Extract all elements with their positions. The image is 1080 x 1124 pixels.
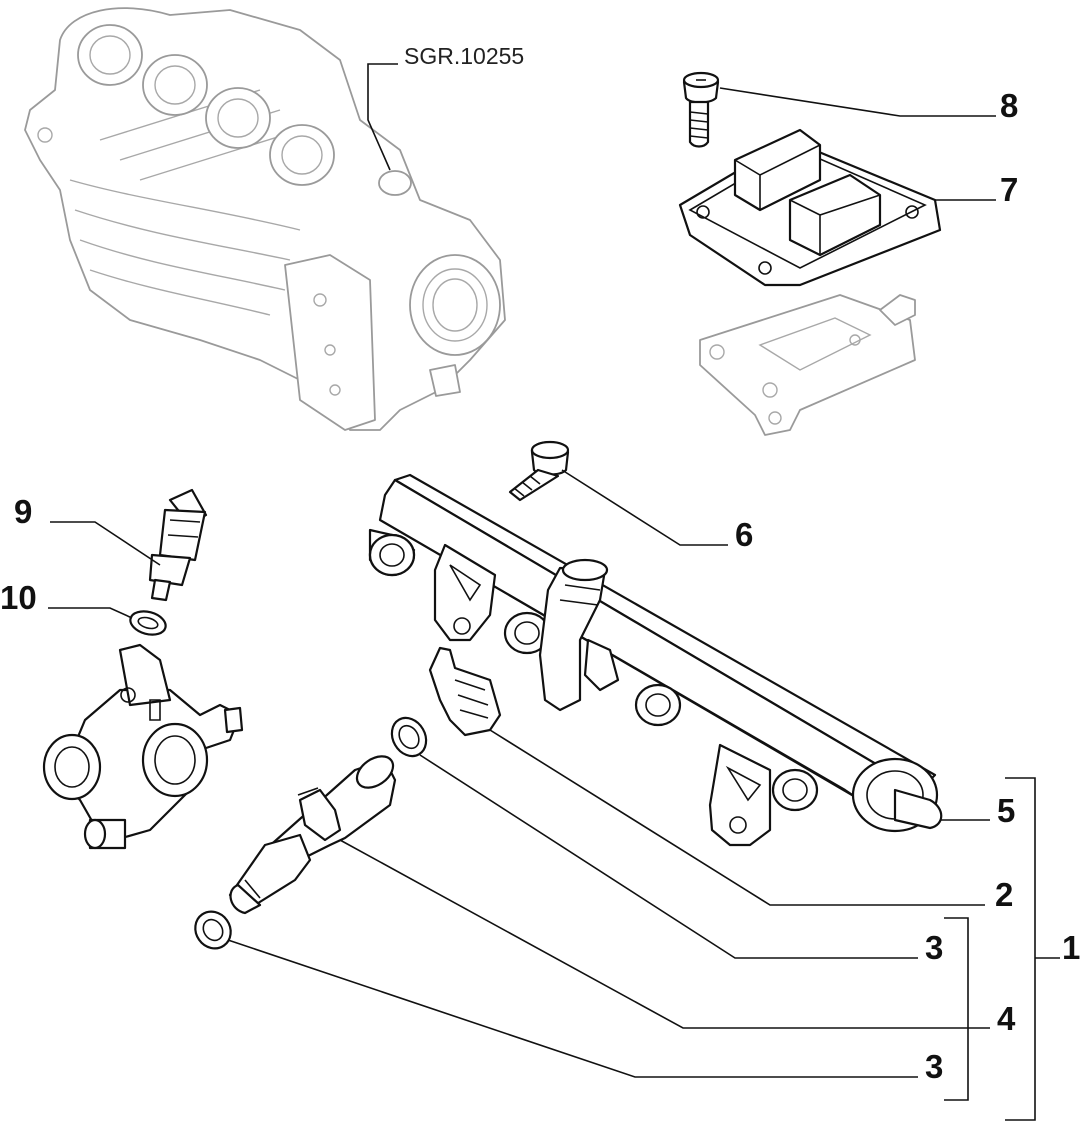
callout-7: 7 <box>1000 171 1018 208</box>
o-ring-upper-3 <box>390 716 428 758</box>
callout-3-lower: 3 <box>925 1048 943 1085</box>
callout-3-upper: 3 <box>925 929 943 966</box>
o-ring-lower-3 <box>194 910 232 950</box>
leader-lines <box>48 87 1060 1121</box>
callout-5: 5 <box>997 792 1015 829</box>
sensor-9 <box>148 488 208 602</box>
mounting-plate <box>699 294 916 436</box>
bracket-group-1 <box>1005 777 1036 1121</box>
bolt-8 <box>682 71 720 148</box>
leader-3-upper <box>419 754 918 959</box>
reference-code: SGR.10255 <box>404 43 524 69</box>
leader-4 <box>339 839 990 1029</box>
callout-1: 1 <box>1062 929 1080 966</box>
injector-4 <box>228 755 397 915</box>
leader-3-lower <box>227 939 918 1078</box>
reference-code-leader <box>367 63 398 171</box>
callout-10: 10 <box>0 579 37 616</box>
callout-9: 9 <box>14 493 32 530</box>
callout-2: 2 <box>995 876 1013 913</box>
control-unit-7 <box>678 128 942 287</box>
bracket-group-3-4 <box>944 917 969 1101</box>
leader-9 <box>50 521 161 566</box>
leader-2 <box>489 729 985 906</box>
leader-6 <box>561 469 728 546</box>
intake-manifold-assembly <box>24 7 506 431</box>
leader-8 <box>719 87 996 117</box>
callout-4: 4 <box>997 1000 1016 1037</box>
thermostat-housing <box>42 643 244 850</box>
o-ring-10 <box>129 610 167 636</box>
fuel-rail <box>368 473 943 847</box>
leader-10 <box>48 607 133 619</box>
callout-8: 8 <box>1000 87 1018 124</box>
clip-2 <box>428 646 502 737</box>
screw-6 <box>508 440 570 502</box>
callout-6: 6 <box>735 516 753 553</box>
